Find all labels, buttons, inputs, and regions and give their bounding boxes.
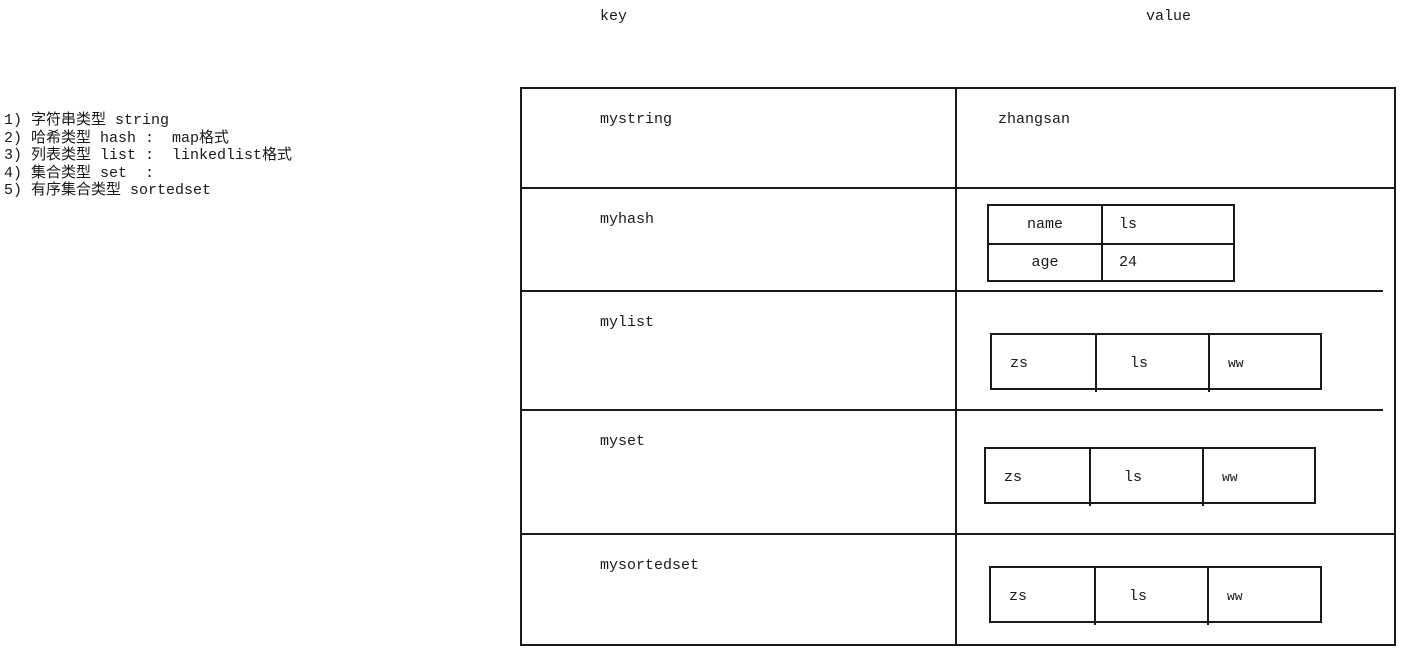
table-row: myhash <box>522 189 1394 292</box>
legend-line-set: 4) 集合类型 set : <box>4 164 155 182</box>
key-value-table: mystring zhangsan myhash mylist myset my… <box>520 87 1396 646</box>
row-column-divider <box>955 189 957 292</box>
set-item-cell: zs <box>1004 469 1023 486</box>
table-row: mysortedset <box>522 535 1394 644</box>
sortedset-item-cell: zs <box>1009 588 1028 605</box>
nested-sortedset-row: zs ls ww <box>991 568 1320 625</box>
nested-hash-table: name ls age 24 <box>987 204 1235 282</box>
row-column-divider <box>955 89 957 189</box>
row-column-divider <box>955 411 957 535</box>
hash-value-cell: 24 <box>1101 243 1233 280</box>
nested-list-row: zs ls ww <box>992 335 1320 392</box>
list-item-cell: zs <box>1010 355 1029 372</box>
row-column-divider <box>955 535 957 644</box>
list-item-cell: ww <box>1208 335 1320 392</box>
hash-value-cell: ls <box>1101 206 1233 243</box>
set-item-cell: ls <box>1089 449 1202 506</box>
legend-line-hash: 2) 哈希类型 hash : map格式 <box>4 129 230 147</box>
list-item-cell: ls <box>1095 335 1208 392</box>
column-caption-key: key <box>600 8 628 25</box>
legend-line-sortedset: 5) 有序集合类型 sortedset <box>4 182 212 199</box>
table-row: mylist <box>522 292 1394 411</box>
row-value-cell: zhangsan <box>977 89 1394 189</box>
nested-set-table: zs ls ww <box>984 447 1316 506</box>
sortedset-item-cell: ww <box>1207 568 1319 625</box>
nested-hash-row: age 24 <box>989 243 1233 280</box>
column-caption-value: value <box>1146 8 1192 25</box>
nested-hash-row: name ls <box>989 206 1233 243</box>
row-key-label: myhash <box>600 211 655 228</box>
legend-line-string: 1) 字符串类型 string <box>4 112 170 129</box>
row-value-text: zhangsan <box>998 111 1071 128</box>
sortedset-item-cell: ls <box>1094 568 1207 625</box>
row-key-label: myset <box>600 433 646 450</box>
table-row: mystring zhangsan <box>522 89 1394 189</box>
row-divider-rule <box>522 533 1394 535</box>
table-row: myset <box>522 411 1394 535</box>
hash-field-cell: name <box>1026 216 1063 233</box>
row-key-label: mysortedset <box>600 557 700 574</box>
nested-set-row: zs ls ww <box>986 449 1314 506</box>
hash-field-cell: age <box>989 243 1101 280</box>
set-item-cell: ww <box>1202 449 1314 506</box>
nested-list-table: zs ls ww <box>990 333 1322 392</box>
row-key-label: mylist <box>600 314 655 331</box>
row-key-label: mystring <box>600 111 673 128</box>
nested-sortedset-table: zs ls ww <box>989 566 1322 625</box>
row-divider-rule <box>522 409 1383 411</box>
row-divider-rule <box>522 187 1394 189</box>
row-column-divider <box>955 292 957 411</box>
legend-line-list: 3) 列表类型 list : linkedlist格式 <box>4 147 293 164</box>
data-type-legend: 1) 字符串类型 string 2) 哈希类型 hash : map格式 3) … <box>4 112 504 200</box>
row-divider-rule <box>522 290 1383 292</box>
